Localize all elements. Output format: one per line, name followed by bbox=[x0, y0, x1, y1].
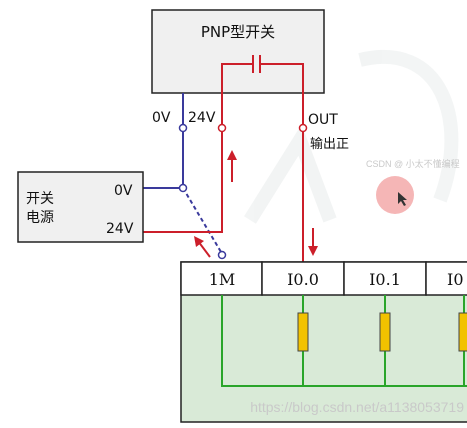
csdn-label: CSDN @ 小太不懂编程 bbox=[366, 158, 460, 169]
power-supply-box bbox=[17, 171, 144, 243]
terminal-24v-label: 24V bbox=[188, 110, 216, 126]
mouse-cursor-highlight bbox=[376, 176, 414, 214]
url-watermark: https://blog.csdn.net/a1138053719 bbox=[250, 399, 464, 415]
terminal-out-note: 输出正 bbox=[310, 136, 349, 152]
terminal-0v-label: 0V bbox=[152, 110, 171, 126]
sensor-box bbox=[151, 9, 325, 94]
plc-cell-i0-partial: I0 bbox=[447, 270, 464, 289]
input-resistor-i0-partial bbox=[458, 312, 467, 352]
plc-cell-i0-0: I0.0 bbox=[287, 270, 319, 289]
input-resistor-i0-0 bbox=[297, 312, 309, 352]
sensor-contact bbox=[221, 55, 304, 238]
current-arrow-down bbox=[308, 228, 318, 256]
input-resistor-i0-1 bbox=[379, 312, 391, 352]
terminal-24v bbox=[217, 123, 227, 133]
power-supply-title-line2: 电源 bbox=[26, 210, 54, 226]
red-wire-24v bbox=[143, 128, 304, 262]
terminal-out bbox=[298, 123, 308, 133]
power-supply-24v-label: 24V bbox=[106, 221, 134, 237]
plc-cell-1m: 1M bbox=[209, 270, 236, 289]
sensor-title: PNP型开关 bbox=[201, 23, 275, 41]
background-logo bbox=[244, 49, 459, 224]
power-supply-0v-label: 0V bbox=[114, 183, 133, 199]
terminal-out-label: OUT bbox=[308, 112, 338, 128]
terminal-0v bbox=[178, 123, 188, 133]
power-0v-node bbox=[178, 183, 188, 193]
power-supply-title-line1: 开关 bbox=[26, 191, 54, 207]
current-arrow-up bbox=[227, 150, 237, 182]
current-arrow-diagonal bbox=[194, 236, 211, 258]
cursor-arrow-icon bbox=[398, 192, 407, 206]
plc-cell-i0-1: I0.1 bbox=[369, 270, 401, 289]
plc-1m-node bbox=[217, 250, 227, 260]
